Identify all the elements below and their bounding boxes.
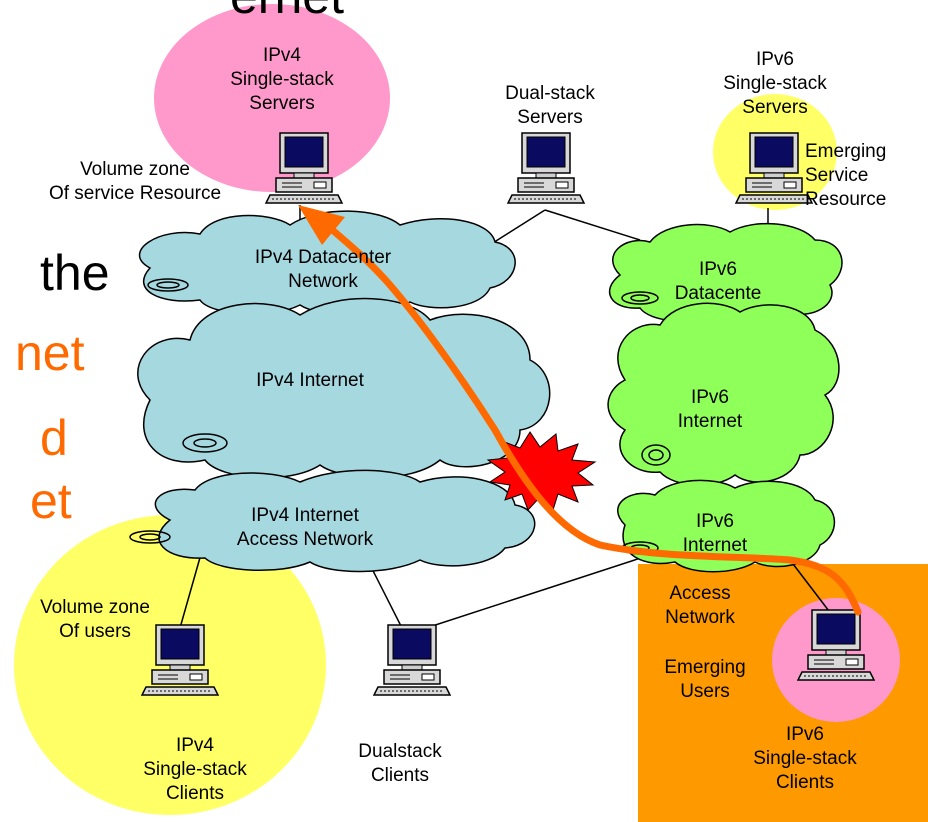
volume-zone-users-label: Volume zone Of users [40,597,150,642]
ipv6-datacenter-cloud [608,222,843,323]
left-text-line-4: et [30,473,72,529]
ipv6-clients-label: IPv6 Single-stack Clients [753,724,857,793]
traffic-path-line [326,224,862,616]
ipv6-internet-cloud [607,302,840,486]
ipv4-access-label: IPv4 Internet Access Network [236,505,374,550]
ipv6-access-cloud [617,479,836,573]
emerging-users-label: Emerging Users [664,657,746,702]
ipv4-clients-label: IPv4 Single-stack Clients [143,735,247,804]
left-text-line-3: d [40,410,68,466]
dualstack-client-icon [373,624,451,696]
dualstack-clients-label: Dualstack Clients [358,741,442,786]
ipv4-datacenter-label: IPv4 Datacenter Network [254,247,392,292]
ipv6-access-top-label: IPv6 Internet [682,511,748,556]
emerging-service-label: Emerging Service Resource [805,141,887,210]
left-text-line-2: net [15,325,85,381]
dual-stack-server-icon [507,132,585,204]
dual-stack-servers-label: Dual-stack Servers [505,83,595,128]
ipv4-access-cloud [154,469,536,573]
slide-title-fragment: ernet [230,0,344,22]
left-text-line-1: the [40,245,110,301]
ipv6-internet-label: IPv6 Internet [677,387,743,432]
ipv4-internet-label: IPv4 Internet [256,370,364,391]
ipv4-servers-zone [154,4,390,192]
ipv4-servers-label: IPv4 Single-stack Servers [230,45,334,114]
traffic-arrowhead-icon [298,205,345,245]
cloud-swirls [129,278,671,555]
volume-zone-service-label: Volume zone Of service Resource [48,159,222,204]
ipv6-datacenter-label: IPv6 Datacente [674,259,762,304]
ipv6-servers-label: IPv6 Single-stack Servers [723,49,827,118]
ipv6-access-bottom-label: Access Network [665,583,735,628]
